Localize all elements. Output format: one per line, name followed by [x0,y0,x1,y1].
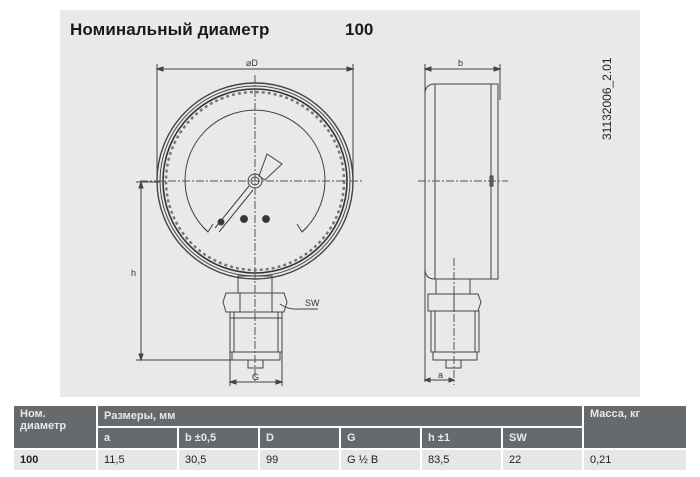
cell-mass: 0,21 [584,450,686,470]
cell-sw: 22 [503,450,582,470]
dim-label-thread: G [252,372,259,382]
dim-label-wrench: SW [305,298,320,308]
side-view [418,64,508,385]
dim-label-offset: a [438,370,443,380]
dim-label-diameter: ⌀D [246,58,258,68]
header-h: h ±1 [422,428,501,448]
cell-a: 11,5 [98,450,177,470]
dim-label-height: h [131,268,136,278]
nominal-diameter-value: 100 [345,20,374,39]
header-mass: Масса, кг [584,406,686,448]
header-a: a [98,428,177,448]
header-d: D [260,428,339,448]
page-title: Номинальный диаметр [70,20,270,39]
header-sw: SW [503,428,582,448]
front-view [136,64,362,386]
header-dimensions-group: Размеры, мм [98,406,582,426]
cell-d: 99 [260,450,339,470]
dimensions-table: Ном. диаметр Размеры, мм Масса, кг a b ±… [12,404,688,472]
cell-nominal: 100 [14,450,96,470]
cell-b: 30,5 [179,450,258,470]
cell-h: 83,5 [422,450,501,470]
table-row: 100 11,5 30,5 99 G ½ B 83,5 22 0,21 [14,450,686,470]
dim-label-depth: b [458,58,463,68]
header-b: b ±0,5 [179,428,258,448]
technical-drawing: ⌀D b h G SW a [131,58,508,386]
cell-g: G ½ B [341,450,420,470]
header-g: G [341,428,420,448]
header-nominal-diameter: Ном. диаметр [14,406,96,448]
